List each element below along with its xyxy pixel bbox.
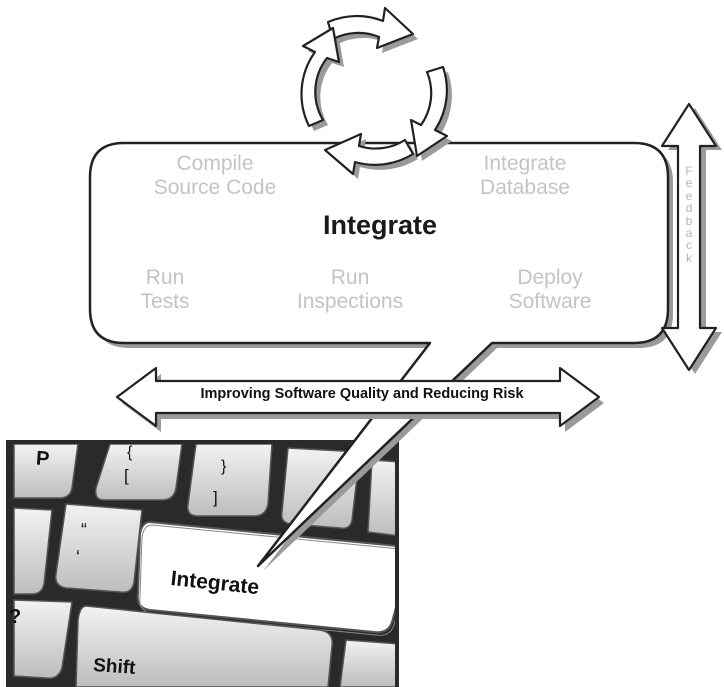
center-title: Integrate [322, 210, 438, 240]
feedback-letter: d [685, 201, 693, 216]
feedback-arrow-icon [660, 102, 722, 374]
key-p-label: P [35, 447, 51, 471]
task-line: Run [330, 266, 370, 289]
quality-label: Improving Software Quality and Reducing … [200, 386, 524, 402]
task-line: Software [508, 290, 592, 313]
key-quote-single-label: ‘ [76, 547, 80, 567]
task-compile-source-code: Compile Source Code [140, 152, 290, 200]
cycle-arrows-icon [300, 6, 452, 179]
key-question-label: ? [9, 606, 22, 628]
task-line: Deploy [517, 266, 583, 289]
task-run-tests: Run Tests [125, 266, 205, 314]
task-deploy-software: Deploy Software [490, 266, 610, 314]
feedback-letter: F [685, 164, 693, 178]
task-line: Source Code [153, 176, 277, 199]
feedback-letter: k [686, 250, 692, 265]
integrate-bubble [88, 141, 673, 571]
task-line: Run [145, 266, 185, 289]
key-quote-double-label: “ [81, 520, 87, 540]
task-line: Tests [140, 290, 190, 313]
quality-arrow-icon [115, 366, 604, 432]
key-brace-close-label: } [221, 458, 227, 475]
task-run-inspections: Run Inspections [280, 266, 420, 314]
task-integrate-database: Integrate Database [465, 152, 585, 200]
feedback-letter: b [685, 213, 693, 228]
key-bracket-open-label: [ [124, 466, 129, 485]
key-brace-open-label: { [127, 444, 133, 461]
feedback-letter: e [685, 188, 693, 203]
task-line: Integrate [483, 152, 567, 175]
feedback-letter: e [685, 176, 693, 191]
task-line: Inspections [296, 290, 404, 313]
feedback-letter: c [686, 238, 692, 253]
feedback-letter: a [685, 226, 693, 241]
task-line: Database [480, 176, 570, 199]
task-line: Compile [176, 152, 254, 175]
key-shift-label: Shift [92, 655, 137, 679]
key-bracket-close-label: ] [213, 488, 218, 507]
